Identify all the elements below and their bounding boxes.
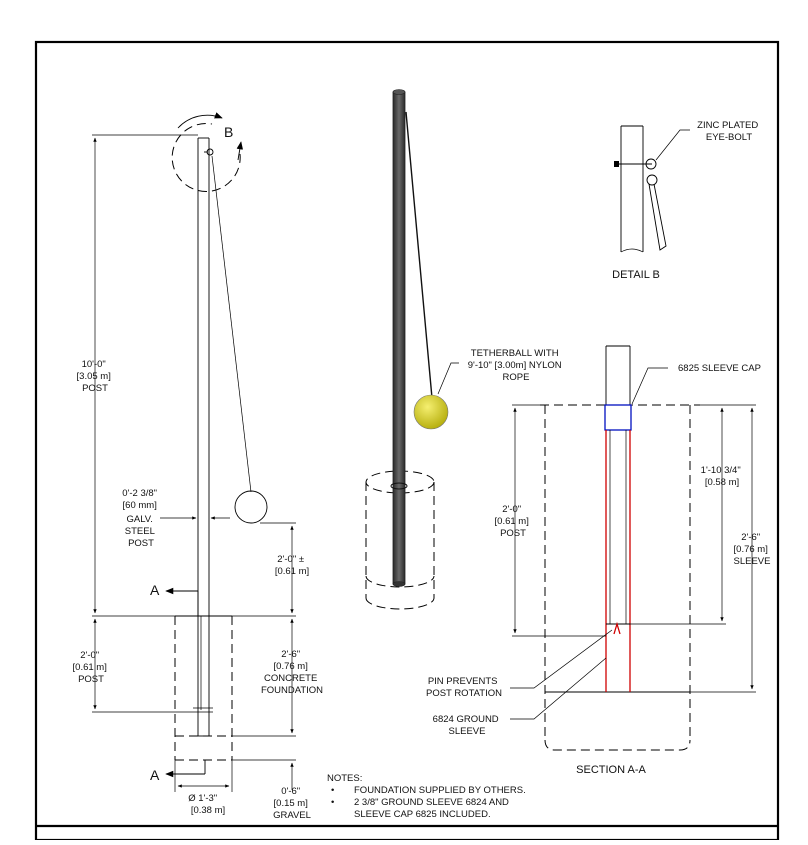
sleeve-cap-depth-label: 1'-10 3/4" [0.58 m]: [701, 465, 744, 488]
tetherball-label: TETHERBALL WITH 9'-10" [3.00m] NYLON ROP…: [468, 348, 565, 383]
section-sleeve-label: 2'-6" [0.76 m] SLEEVE: [734, 532, 771, 567]
section-post-label: 2'-0" [0.61 m] POST: [495, 504, 532, 539]
gravel-depth-label: 0'-6" [0.15 m] GRAVEL: [273, 786, 311, 821]
isometric-view: TETHERBALL WITH 9'-10" [3.00m] NYLON ROP…: [365, 89, 565, 610]
notes: NOTES: • FOUNDATION SUPPLIED BY OTHERS. …: [327, 773, 526, 820]
note-bullet-1: •: [331, 785, 334, 796]
foundation-diameter-label: Ø 1'-3" [0.38 m]: [188, 793, 225, 816]
tetherball: [413, 394, 449, 430]
ball-height-label: 2'-0" ± [0.61 m]: [275, 554, 309, 577]
detail-b: ZINC PLATED EYE-BOLT DETAIL B: [612, 120, 761, 281]
detail-b-marker: B: [224, 124, 233, 140]
sleeve-cap: [604, 404, 632, 431]
detail-b-arrow-right: [236, 141, 243, 161]
section-a-top: A: [150, 582, 160, 598]
sleeve-cap-leader: [631, 367, 668, 405]
note-2-line-1: 2 3/8" GROUND SLEEVE 6824 AND: [354, 797, 509, 808]
post-height-label: 10'-0" [3.05 m] POST: [77, 359, 114, 394]
rope: [211, 155, 252, 493]
detail-nut: [614, 161, 619, 167]
pole-top: [392, 89, 406, 95]
detail-b-arrow-top: [177, 112, 223, 129]
post-diameter-label: 0'-2 3/8" [60 mm] GALV. STEEL POST: [122, 488, 159, 549]
eye-bolt-detail-icon: [645, 158, 657, 170]
pin-leader: [510, 629, 613, 689]
detail-break: [620, 248, 644, 253]
cylinder-gravel: [365, 575, 435, 588]
ground-sleeve-leader: [510, 657, 607, 720]
snap-hook-icon: [646, 174, 658, 186]
elevation-view: B A A 10'-0" [3.05 m] POST 2'-0": [73, 112, 323, 821]
rope-3d: [405, 111, 433, 399]
sleeve-cap-label: 6825 SLEEVE CAP: [678, 363, 761, 374]
pin-note-label: PIN PREVENTS POST ROTATION: [426, 676, 502, 699]
section-title: SECTION A-A: [576, 764, 646, 776]
eye-bolt-leader: [655, 129, 690, 161]
note-bullet-2: •: [331, 797, 334, 808]
pin-icon: [613, 621, 621, 635]
ground-sleeve-label: 6824 GROUND SLEEVE: [433, 714, 502, 737]
post-embed-label: 2'-0" [0.61 m] POST: [73, 650, 110, 685]
detail-rope: [648, 183, 667, 251]
ball-outline: [234, 490, 268, 524]
tetherball-leader: [437, 362, 459, 395]
cylinder-bottom: [365, 597, 435, 610]
detail-b-circle: [171, 123, 241, 192]
note-1: FOUNDATION SUPPLIED BY OTHERS.: [354, 785, 526, 796]
section-a-a: 2'-0" [0.61 m] POST 1'-10 3/4" [0.58 m] …: [426, 345, 771, 776]
drawing-frame: [34, 40, 780, 842]
pole-ground-ring: [390, 482, 408, 490]
detail-b-title: DETAIL B: [612, 269, 660, 281]
concrete-depth-label: 2'-6" [0.76 m] CONCRETE FOUNDATION: [261, 649, 323, 696]
section-a-bottom: A: [150, 767, 160, 783]
notes-heading: NOTES:: [327, 773, 362, 784]
note-2-line-2: SLEEVE CAP 6825 INCLUDED.: [354, 809, 491, 820]
eye-bolt-label: ZINC PLATED EYE-BOLT: [697, 120, 761, 143]
pole-bottom: [392, 581, 406, 587]
section-foundation-bottom: [544, 739, 691, 751]
pole-3d: [392, 91, 406, 585]
